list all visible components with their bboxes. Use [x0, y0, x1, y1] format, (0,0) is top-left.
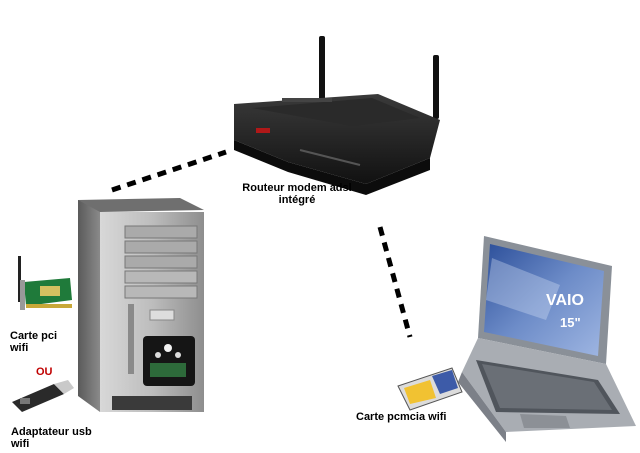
router-label-line2: intégré	[278, 194, 316, 206]
laptop-brand-text: VAIO	[546, 292, 584, 309]
pci-card-icon	[18, 256, 72, 310]
usb-adapter-label: Adaptateur usb wifi	[11, 426, 92, 450]
laptop-icon: VAIO 15"	[458, 236, 636, 442]
wireless-link-pc-router	[111, 149, 227, 193]
desktop-tower-icon	[78, 198, 204, 412]
adsl-router-icon	[234, 36, 440, 195]
pci-card-label-line1: Carte pci	[10, 330, 58, 342]
router-label-line1: Routeur modem adsl	[242, 182, 352, 194]
pcmcia-card-icon	[397, 367, 463, 411]
usb-adapter-label-line2: wifi	[11, 438, 30, 450]
wireless-link-router-laptop	[377, 226, 413, 338]
or-label: OU	[36, 366, 53, 378]
pci-card-label: Carte pci wifi	[10, 330, 57, 354]
router-label: Routeur modem adsl intégré	[226, 182, 368, 206]
usb-adapter-icon	[12, 380, 74, 412]
pcmcia-card-label: Carte pcmcia wifi	[356, 411, 447, 423]
usb-adapter-label-line1: Adaptateur usb	[11, 426, 92, 438]
laptop-size-text: 15"	[560, 315, 581, 330]
pci-card-label-line2: wifi	[10, 342, 29, 354]
